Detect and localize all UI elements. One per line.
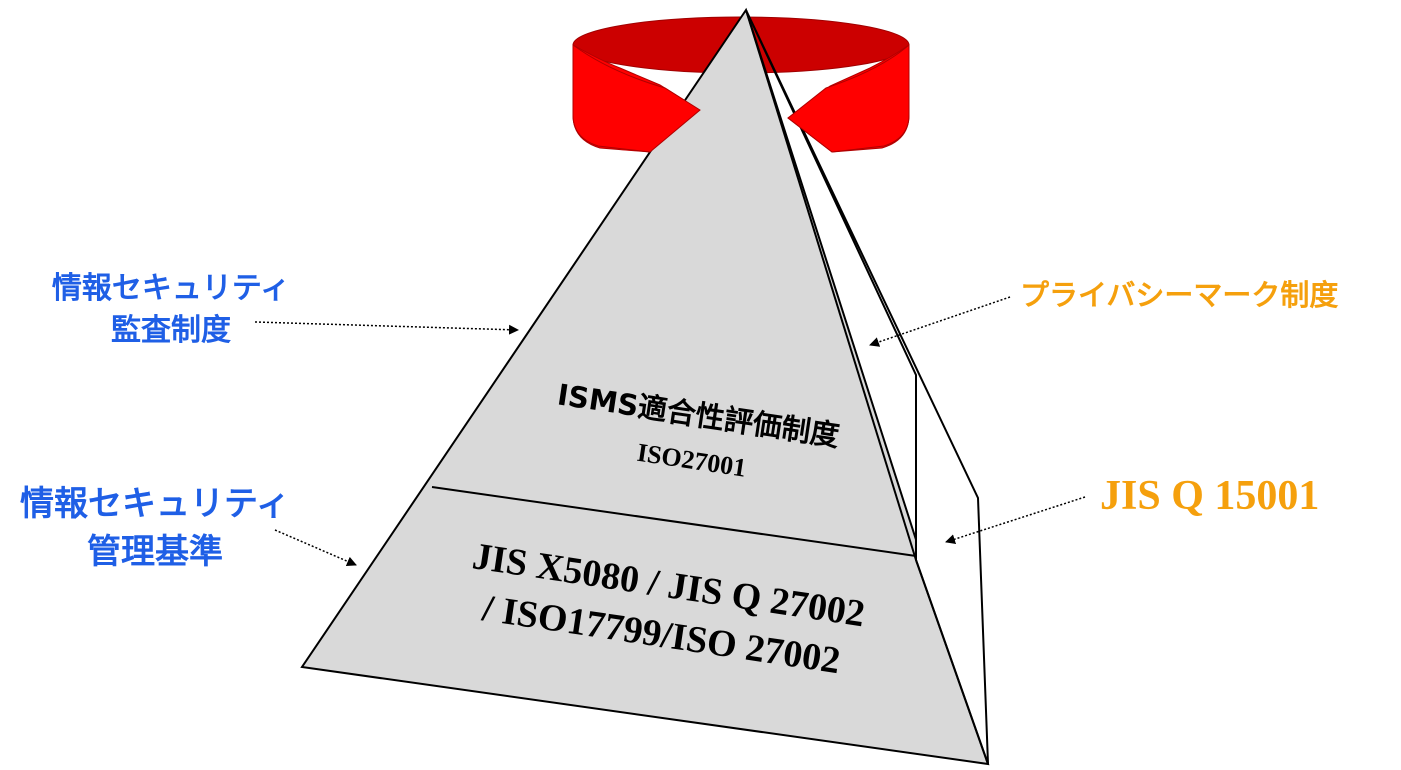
mgmt-pointer xyxy=(274,529,357,567)
audit-label-line1: 情報セキュリティ xyxy=(51,271,291,306)
audit-label: 情報セキュリティ 監査制度 xyxy=(40,268,302,352)
mgmt-label-line1: 情報セキュリティ xyxy=(20,484,290,524)
layer-divider xyxy=(431,486,917,557)
cycle-arrow-front xyxy=(572,43,910,153)
privacy-label: プライバシーマーク制度 xyxy=(1020,278,1339,312)
mgmt-label-line2: 管理基準 xyxy=(87,532,223,572)
jisq15001-label: JIS Q 15001 xyxy=(1100,473,1320,519)
jis-pointer xyxy=(945,496,1086,544)
pyramid-front-face xyxy=(300,7,990,766)
audit-label-line2: 監査制度 xyxy=(111,313,231,348)
privacy-pointer xyxy=(869,296,1011,347)
mgmt-label: 情報セキュリティ 管理基準 xyxy=(10,480,300,576)
